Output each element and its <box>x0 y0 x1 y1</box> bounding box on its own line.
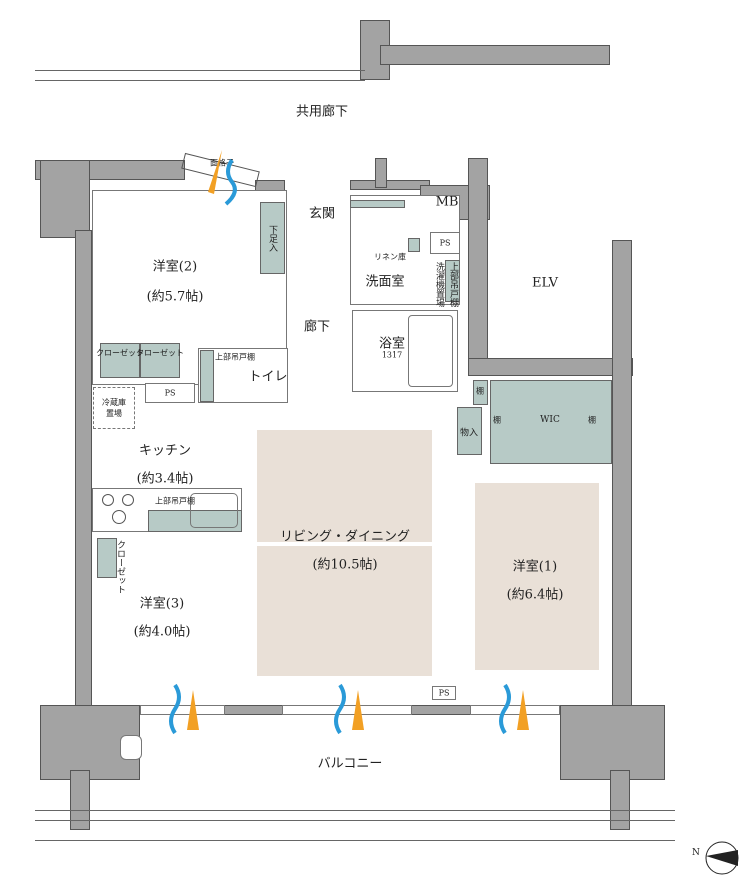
common-corridor-label: 共用廊下 <box>295 104 349 120</box>
kitchen-label: キッチン <box>138 443 192 459</box>
room-1-size: (約6.4帖) <box>506 587 564 603</box>
genkan-label: 玄関 <box>308 206 336 222</box>
closet-label: クローゼット <box>96 348 144 358</box>
grille-label: 面格子 <box>210 158 234 168</box>
upper-cabinet-label: 上部吊戸棚 <box>155 496 195 506</box>
stove-burner <box>122 494 134 506</box>
linen-label: リネン庫 <box>374 252 406 262</box>
outdoor-unit <box>120 735 142 760</box>
closet[interactable] <box>140 343 180 378</box>
ld-size: (約10.5帖) <box>312 557 378 573</box>
closet-label: クローゼット <box>115 540 125 594</box>
stove-burner <box>102 494 114 506</box>
shelf-label: 棚 <box>476 386 484 396</box>
wall <box>375 158 387 188</box>
elv-label: ELV <box>532 275 558 291</box>
room-2-label: 洋室(2) <box>152 259 198 275</box>
railing <box>35 80 365 81</box>
window <box>282 705 412 715</box>
upper-cabinet-label: 上部吊戸棚 <box>448 262 458 307</box>
shoe-box[interactable] <box>260 202 285 274</box>
room-1-floor <box>475 483 599 670</box>
room-2-size: (約5.7帖) <box>146 289 204 305</box>
wall <box>40 160 90 238</box>
bath-size: 1317 <box>381 350 403 360</box>
wall <box>468 358 633 376</box>
ps <box>145 383 195 403</box>
closet[interactable] <box>100 343 140 378</box>
ld-floor <box>257 546 432 676</box>
upper-cabinet <box>200 350 214 402</box>
north-label: N <box>692 848 700 858</box>
wind-arrow-icon <box>169 683 199 735</box>
bathtub <box>408 315 453 387</box>
kitchen-size: (約3.4帖) <box>136 471 194 487</box>
mb-label: MB <box>435 194 459 210</box>
ps <box>432 686 456 700</box>
room-3-label: 洋室(3) <box>139 596 185 612</box>
wall <box>70 770 90 830</box>
sink <box>190 493 238 528</box>
washroom-label: 洗面室 <box>365 274 405 290</box>
railing <box>35 70 365 71</box>
upper-cabinet <box>148 510 242 532</box>
bath-label: 浴室 <box>378 336 406 352</box>
wind-arrow-icon <box>208 150 237 206</box>
storage[interactable] <box>457 407 482 455</box>
wind-arrow-icon <box>499 683 529 735</box>
ps-label: PS <box>439 238 451 248</box>
shelf-label: 棚 <box>588 415 596 425</box>
wic[interactable] <box>490 380 612 464</box>
window <box>140 705 225 715</box>
ps-label: PS <box>438 688 450 698</box>
stove-burner <box>112 510 126 524</box>
balcony-edge <box>35 840 675 841</box>
fridge-space <box>93 387 135 429</box>
storage-label: 物入 <box>459 428 479 439</box>
shelf <box>473 380 488 405</box>
ps <box>430 232 460 254</box>
wind-arrow-icon <box>334 683 364 735</box>
wall <box>560 705 665 780</box>
fridge-label: 冷蔵庫置場 <box>102 398 126 418</box>
linen-closet[interactable] <box>408 238 420 252</box>
closet-label: クローゼット <box>136 348 184 358</box>
toilet-label: トイレ <box>248 369 288 385</box>
wall <box>610 770 630 830</box>
ld-label: リビング・ダイニング <box>279 529 411 545</box>
laundry-label: 洗濯機置場 <box>434 262 444 307</box>
vanity <box>350 200 405 208</box>
closet[interactable] <box>97 538 117 578</box>
wall <box>380 45 610 65</box>
wic-label: WIC <box>540 415 560 425</box>
shoe-box-label: 下足入 <box>267 225 277 252</box>
shelf-label: 棚 <box>493 415 501 425</box>
balcony-railing <box>35 820 675 821</box>
window <box>470 705 560 715</box>
room-1-label: 洋室(1) <box>512 559 558 575</box>
balcony-railing <box>35 810 675 811</box>
balcony-label: バルコニー <box>317 756 383 772</box>
ld-floor <box>257 430 432 542</box>
north-compass-icon <box>705 841 739 875</box>
hallway-label: 廊下 <box>303 319 331 335</box>
upper-cabinet <box>445 260 460 302</box>
room-3-size: (約4.0帖) <box>133 624 191 640</box>
upper-cabinet-label: 上部吊戸棚 <box>215 352 255 362</box>
ps-label: PS <box>164 388 176 398</box>
